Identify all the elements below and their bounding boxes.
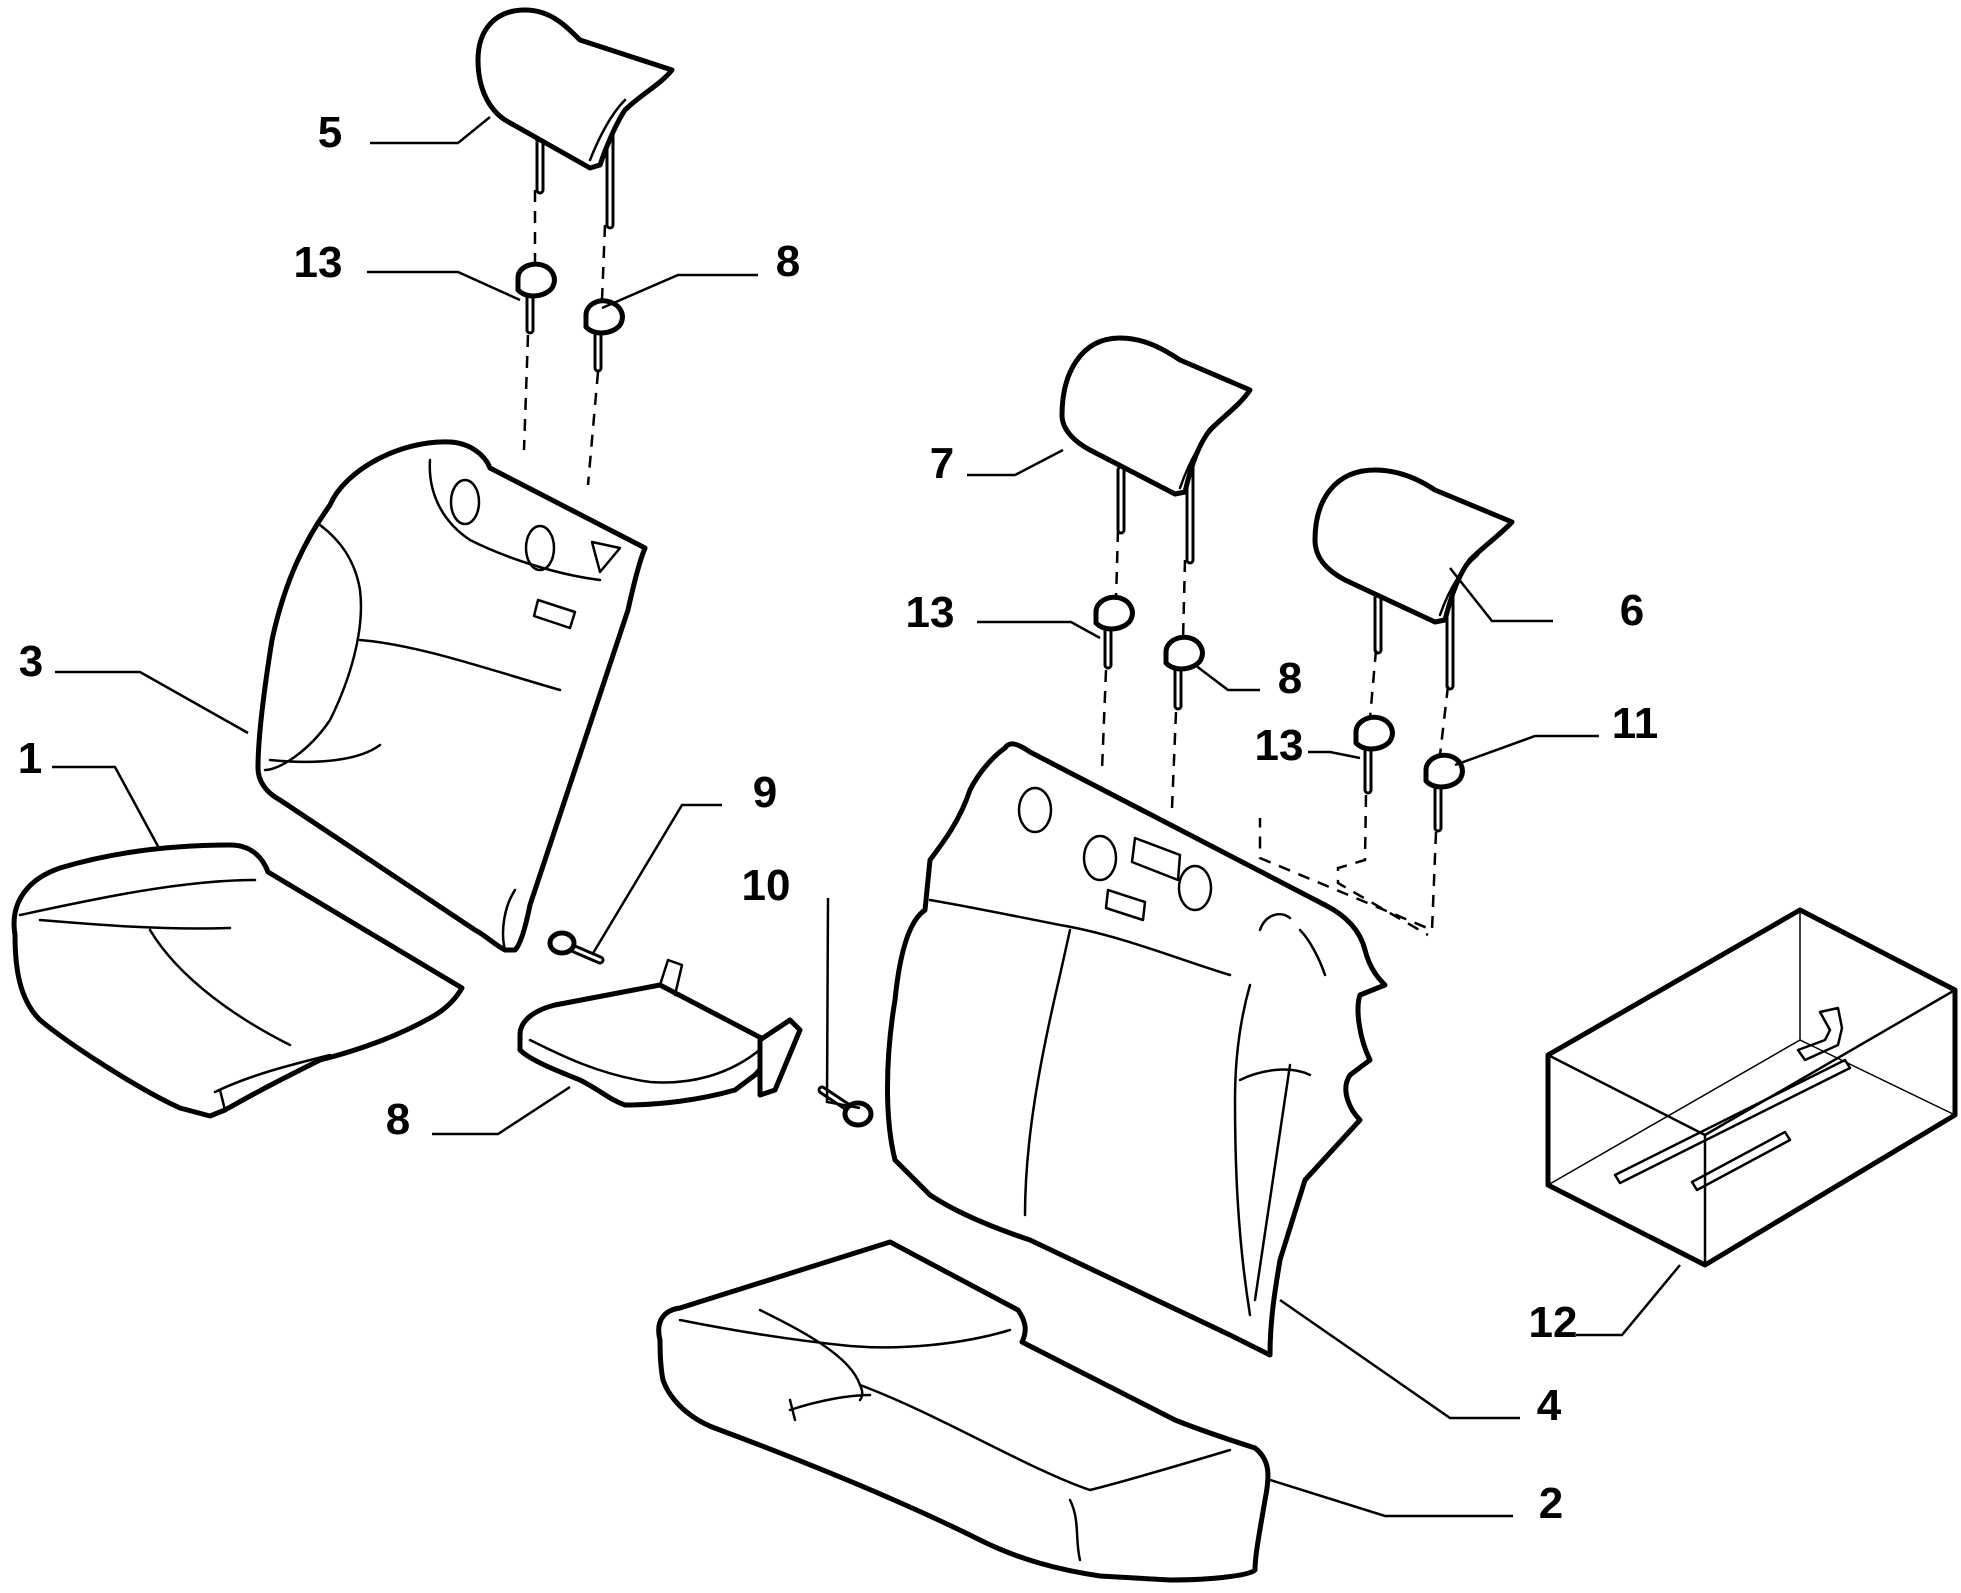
- left-seat-cushion: [11, 842, 465, 1119]
- right-alignment-line-c: [1336, 649, 1429, 937]
- right-bench-backrest: [885, 741, 1388, 1358]
- left-headrest: [475, 7, 675, 230]
- callout-11: 9: [753, 768, 777, 817]
- right-alignment-line-b: [1170, 559, 1187, 809]
- callout-12: 10: [742, 861, 791, 910]
- callout-8: 11: [1612, 699, 1659, 748]
- right-alignment-line-d: [1258, 685, 1450, 932]
- callout-8: 8: [1278, 654, 1302, 703]
- callout-1: 1: [18, 734, 42, 783]
- left-headrest-guides: [515, 261, 625, 373]
- kit-box: [1545, 907, 1958, 1268]
- callout-labels: 5 13 8 3 1 9 10 8 7 13 8 6 13 11 12 4 2: [18, 108, 1659, 1528]
- callout-5: 5: [318, 108, 342, 157]
- armrest: [517, 958, 803, 1108]
- bolt-11: [547, 930, 605, 965]
- callout-13: 13: [294, 238, 343, 287]
- left-seat-backrest: [255, 439, 648, 953]
- callout-3: 3: [19, 637, 43, 686]
- callout-7: 7: [930, 439, 954, 488]
- leader-lines: [52, 116, 1681, 1518]
- callout-9: 12: [1529, 1298, 1578, 1347]
- callout-2: 2: [1539, 1479, 1563, 1528]
- left-alignment-line-b: [586, 224, 607, 486]
- center-headrest: [1059, 335, 1253, 565]
- callout-13: 13: [1255, 721, 1304, 770]
- callout-13: 13: [906, 588, 955, 637]
- right-alignment-line-a: [1100, 529, 1120, 771]
- callout-4: 4: [1537, 1381, 1562, 1430]
- callout-8: 8: [776, 237, 800, 286]
- right-headrest-guides: [1093, 594, 1465, 833]
- left-alignment-line-a: [522, 190, 537, 451]
- right-bench-cushion: [656, 1239, 1271, 1583]
- callout-6: 6: [1620, 586, 1644, 635]
- bolt-12: [817, 1085, 874, 1128]
- right-headrest: [1312, 467, 1515, 691]
- callout-10: 8: [386, 1095, 410, 1144]
